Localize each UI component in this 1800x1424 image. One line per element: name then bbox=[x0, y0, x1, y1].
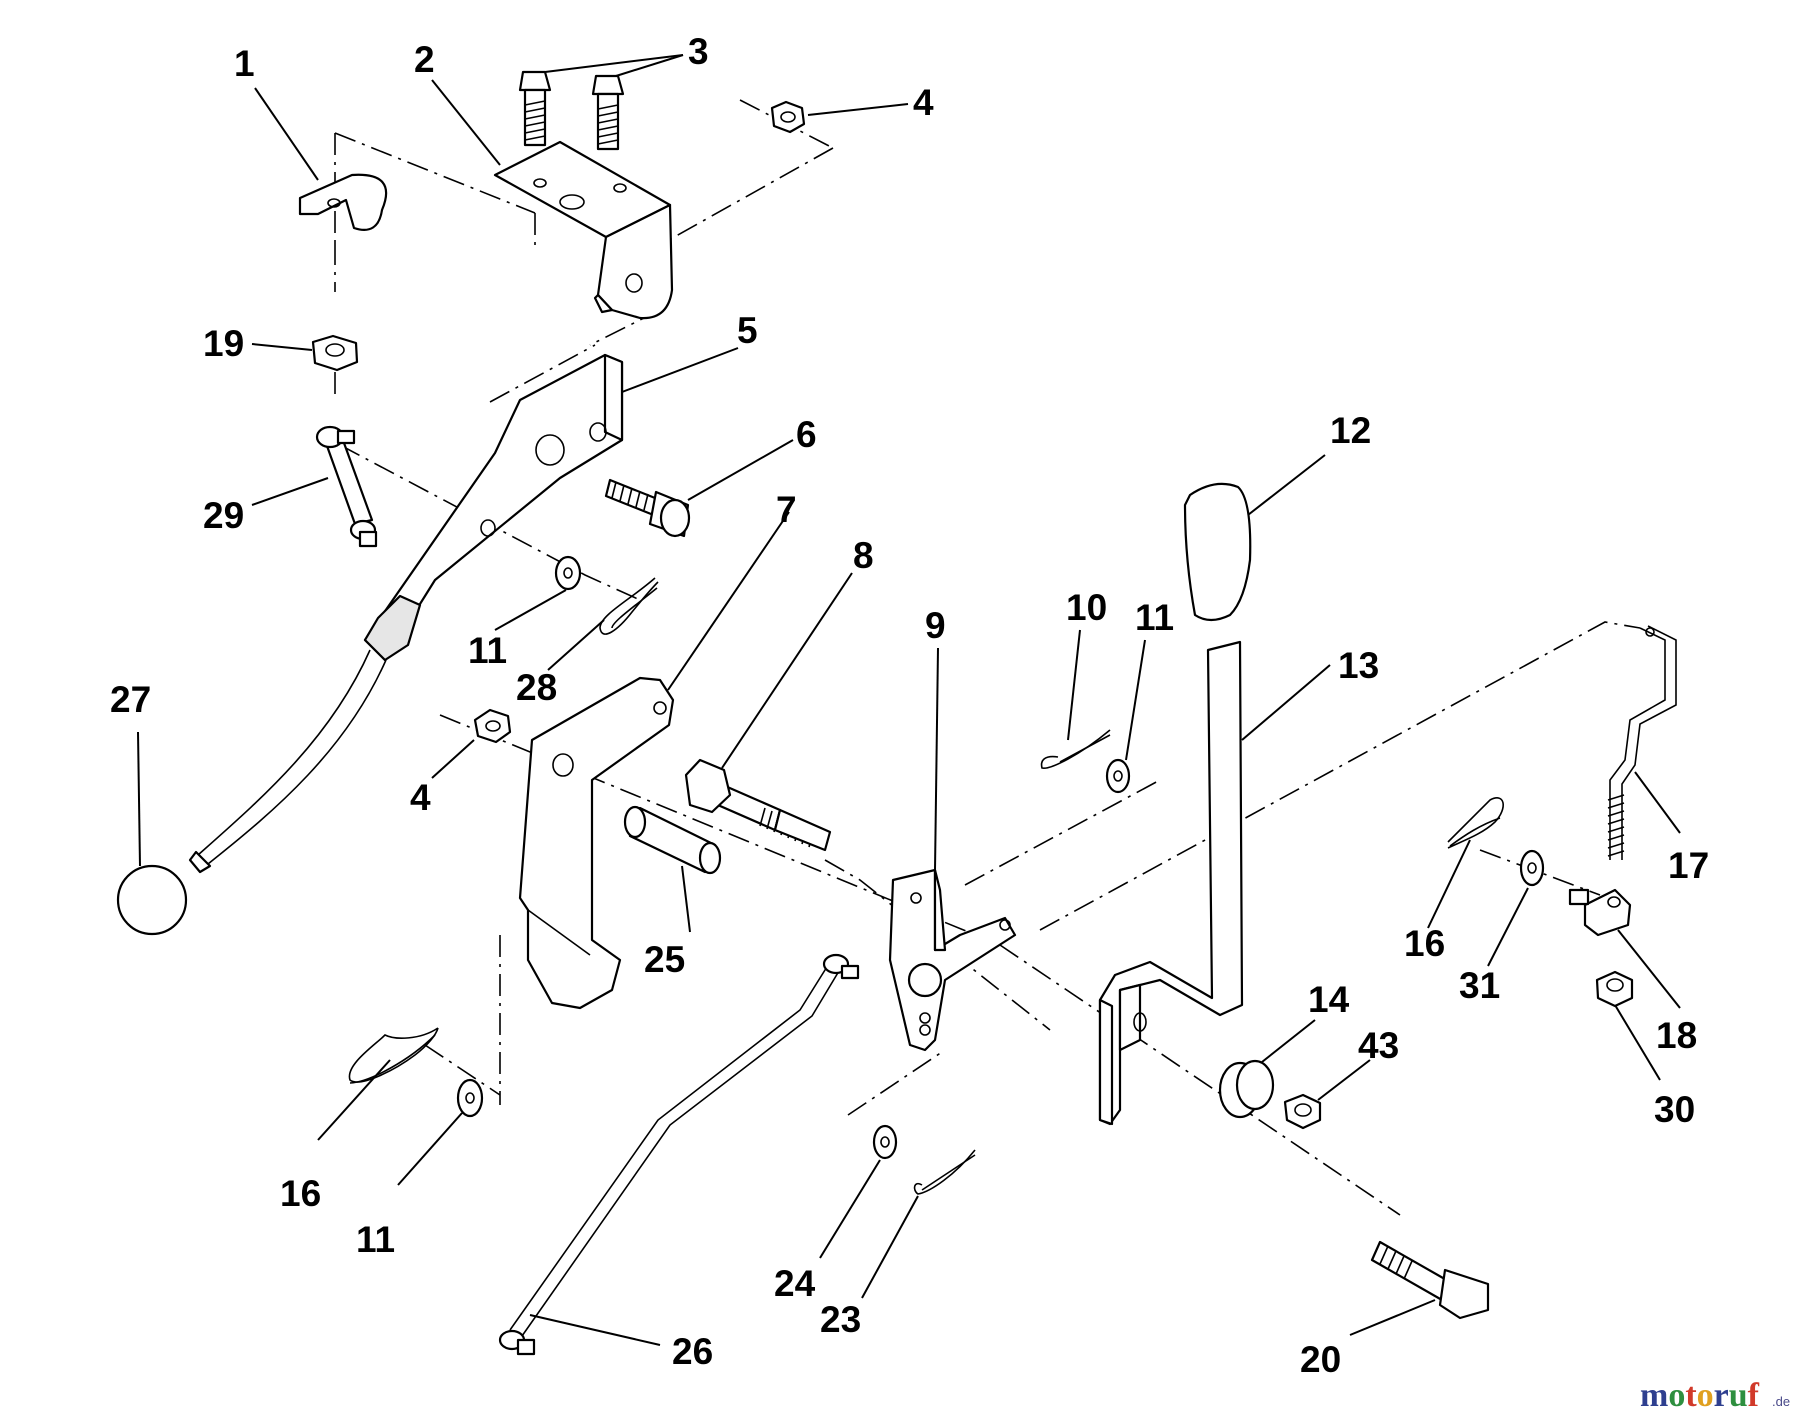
callout-29: 29 bbox=[203, 495, 244, 536]
part-5-lever-arm bbox=[363, 353, 624, 662]
part-7-plate bbox=[518, 676, 675, 1010]
part-9-bracket bbox=[888, 868, 1017, 1052]
callout-43: 43 bbox=[1358, 1025, 1399, 1066]
part-31-washer bbox=[1519, 849, 1545, 887]
part-6-bolt bbox=[604, 478, 691, 538]
part-11-washer-upper bbox=[554, 555, 582, 591]
callout-26: 26 bbox=[672, 1331, 713, 1372]
part-24-washer bbox=[872, 1124, 898, 1160]
callout-30: 30 bbox=[1654, 1089, 1695, 1130]
part-16-hairpin-left bbox=[348, 1027, 439, 1084]
callout-9: 9 bbox=[925, 605, 946, 646]
callout-18: 18 bbox=[1656, 1015, 1697, 1056]
part-30-nut bbox=[1595, 970, 1634, 1008]
callout-1: 1 bbox=[234, 43, 255, 84]
svg-text:motoruf: motoruf bbox=[1640, 1377, 1760, 1414]
part-11-washer-mid bbox=[1105, 758, 1131, 794]
callout-8: 8 bbox=[853, 535, 874, 576]
part-14-bushing bbox=[1218, 1059, 1275, 1119]
part-3-bolts bbox=[518, 70, 625, 151]
callout-25: 25 bbox=[644, 939, 685, 980]
callout-19: 19 bbox=[203, 323, 244, 364]
callout-27: 27 bbox=[110, 679, 151, 720]
part-10-cotter-pin bbox=[1040, 729, 1111, 769]
part-25-spacer bbox=[623, 805, 722, 875]
motoruf-watermark-logo: motoruf .de bbox=[1640, 1377, 1790, 1414]
part-1-clip bbox=[298, 173, 388, 231]
part-27-knob bbox=[116, 864, 188, 936]
part-17-rod bbox=[1607, 625, 1677, 860]
callout-11-upper: 11 bbox=[468, 630, 507, 671]
callout-16-right: 16 bbox=[1404, 923, 1445, 964]
callout-11-lower: 11 bbox=[356, 1219, 395, 1260]
callout-5: 5 bbox=[737, 310, 758, 351]
callout-31: 31 bbox=[1459, 965, 1500, 1006]
part-16-hairpin-right bbox=[1447, 797, 1504, 849]
part-4-nut-top bbox=[770, 100, 806, 134]
callout-17: 17 bbox=[1668, 845, 1709, 886]
callout-4-middle: 4 bbox=[410, 777, 431, 818]
part-13-shift-lever bbox=[1098, 640, 1244, 1126]
leader-lines bbox=[137, 54, 1681, 1346]
part-12-handle-grip bbox=[1183, 482, 1252, 622]
part-2-bracket bbox=[493, 140, 674, 320]
part-27-cable bbox=[188, 649, 387, 874]
callout-20: 20 bbox=[1300, 1339, 1341, 1380]
callout-14: 14 bbox=[1308, 979, 1350, 1020]
part-20-bolt bbox=[1370, 1240, 1490, 1320]
callout-10: 10 bbox=[1066, 587, 1107, 628]
part-8-bolt bbox=[684, 758, 832, 852]
callout-6: 6 bbox=[796, 414, 817, 455]
part-4-nut-middle bbox=[473, 708, 512, 744]
callout-23: 23 bbox=[820, 1299, 861, 1340]
part-29-link bbox=[315, 425, 378, 548]
part-43-nut bbox=[1283, 1093, 1322, 1130]
callout-3: 3 bbox=[688, 31, 709, 72]
watermark-suffix: .de bbox=[1772, 1394, 1790, 1409]
callout-13: 13 bbox=[1338, 645, 1379, 686]
callout-11-mid: 11 bbox=[1135, 597, 1174, 638]
part-18-swivel bbox=[1568, 888, 1632, 937]
part-11-washer-lower bbox=[456, 1078, 484, 1118]
part-28-hairpin bbox=[599, 577, 659, 635]
part-19-nut bbox=[311, 334, 359, 372]
callout-24: 24 bbox=[774, 1263, 816, 1304]
callout-4-top: 4 bbox=[913, 82, 934, 123]
callout-28: 28 bbox=[516, 667, 557, 708]
callout-7: 7 bbox=[776, 489, 797, 530]
callout-2: 2 bbox=[414, 39, 435, 80]
assembly-centerlines bbox=[334, 99, 1641, 1216]
callout-labels: 1 2 3 4 19 5 6 29 7 12 8 9 10 11 13 11 2… bbox=[110, 31, 1709, 1380]
callout-16-left: 16 bbox=[280, 1173, 321, 1214]
part-26-link-rod bbox=[498, 953, 860, 1356]
callout-12: 12 bbox=[1330, 410, 1371, 451]
part-23-cotter-pin bbox=[913, 1149, 976, 1195]
